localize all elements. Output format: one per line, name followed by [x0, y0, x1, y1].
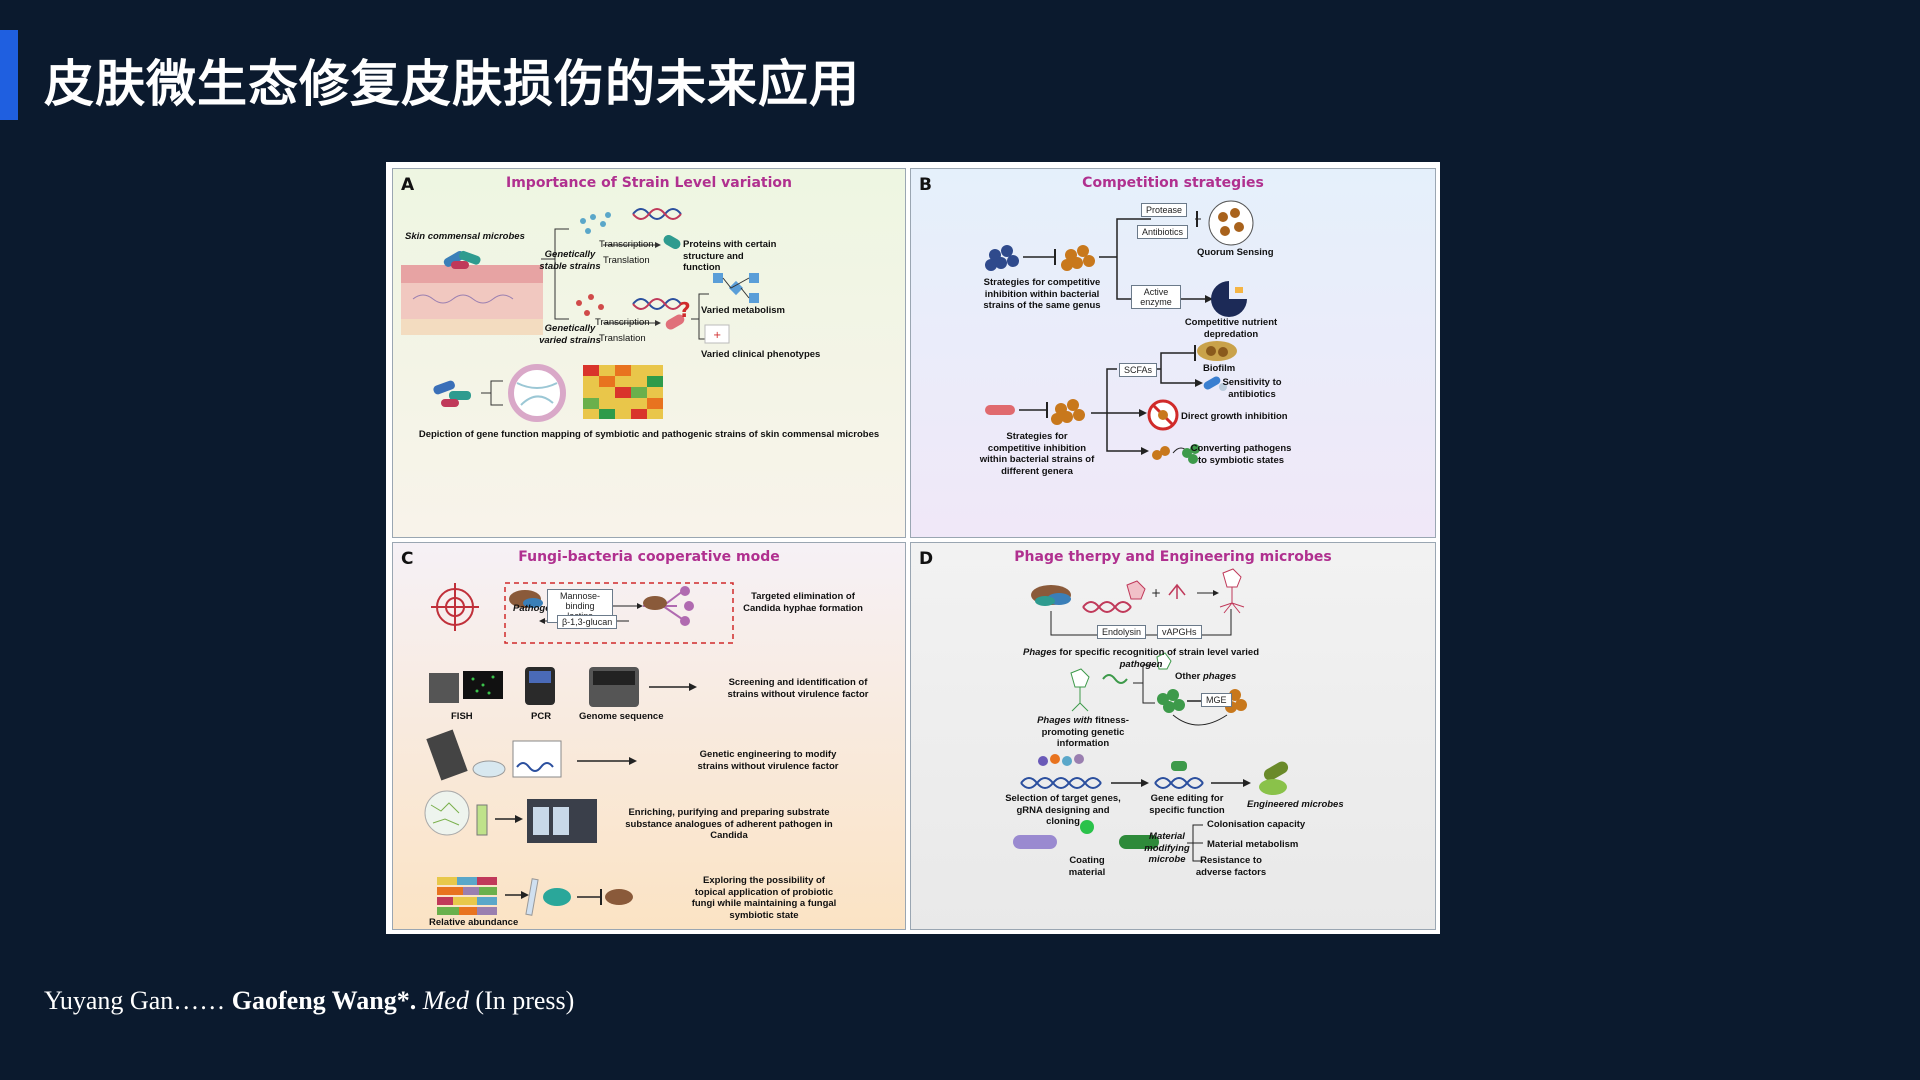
citation-corresponding: Gaofeng Wang*. — [231, 986, 417, 1015]
pcr-label: PCR — [531, 711, 552, 722]
coating-material-label: Coating material — [1068, 855, 1106, 878]
mge-box: MGE — [1201, 693, 1232, 707]
panel-a-letter: A — [401, 175, 415, 195]
antibiotics-box: Antibiotics — [1137, 225, 1189, 239]
panel-d-illustration: + — [1013, 568, 1289, 862]
nutrient-depredation-label: Competitive nutrient depredation — [1184, 317, 1278, 340]
citation-journal: Med — [422, 986, 469, 1015]
quorum-sensing-label: Quorum Sensing — [1197, 247, 1274, 258]
genetic-engineering-label: Genetic engineering to modify strains wi… — [697, 749, 839, 772]
selection-label: Selection of target genes, gRNA designin… — [1005, 793, 1121, 827]
panel-a-caption: Depiction of gene function mapping of sy… — [418, 429, 880, 440]
direct-inhibition-label: Direct growth inhibition — [1181, 411, 1288, 422]
panel-b-title: Competition strategies — [1082, 175, 1264, 191]
panel-c: C Fungi-bacteria cooperative mode — [392, 542, 906, 930]
relative-abundance-label: Relative abundance — [429, 917, 519, 928]
screening-label: Screening and identification of strains … — [727, 677, 869, 700]
engineered-microbes-label: Engineered microbes — [1247, 799, 1344, 810]
protease-box: Protease — [1141, 203, 1188, 217]
svg-text:+: + — [713, 330, 721, 341]
panel-c-illustration — [424, 582, 734, 916]
material-metabolism-label: Material metabolism — [1207, 839, 1299, 850]
transcription-label-1: Transcription — [599, 239, 654, 250]
pathogen-label: Pathogen — [513, 603, 557, 614]
resistance-label: Resistance to adverse factors — [1195, 855, 1267, 878]
panel-a: A Importance of Strain Level variation — [392, 168, 906, 538]
material-modifying-label: Material modifying microbe — [1144, 831, 1190, 865]
citation-authors: Yuyang Gan…… — [44, 986, 232, 1015]
svg-text:+: + — [1151, 586, 1161, 600]
slide-title: 皮肤微生态修复皮肤损伤的未来应用 — [44, 55, 860, 113]
different-genera-label: Strategies for competitive inhibition wi… — [979, 431, 1095, 477]
skin-commensal-label: Skin commensal microbes — [405, 231, 525, 242]
panel-d-letter: D — [919, 549, 934, 569]
fish-label: FISH — [451, 711, 473, 722]
panel-a-title: Importance of Strain Level variation — [506, 175, 792, 191]
colonisation-label: Colonisation capacity — [1207, 819, 1306, 830]
endolysin-box: Endolysin — [1097, 625, 1147, 639]
exploring-label: Exploring the possibility of topical app… — [691, 875, 837, 921]
converting-label: Converting pathogens to symbiotic states — [1190, 443, 1292, 466]
panel-b-letter: B — [919, 175, 932, 195]
panel-b-illustration — [985, 200, 1254, 464]
varied-strains-label: Genetically varied strains — [539, 323, 601, 346]
proteins-label: Proteins with certain structure and func… — [683, 239, 777, 273]
figure-image: A Importance of Strain Level variation — [386, 162, 1440, 934]
stable-strains-label: Genetically stable strains — [539, 249, 601, 272]
varied-metabolism-label: Varied metabolism — [701, 305, 785, 316]
translation-label-2: Translation — [599, 333, 646, 344]
gene-editing-label: Gene editing for specific function — [1149, 793, 1225, 816]
same-genus-label: Strategies for competitive inhibition wi… — [983, 277, 1101, 311]
panel-b: B Competition strategies — [910, 168, 1436, 538]
enriching-label: Enriching, purifying and preparing subst… — [625, 807, 833, 841]
varied-phenotypes-label: Varied clinical phenotypes — [701, 349, 821, 360]
active-enzyme-box: Active enzyme — [1131, 285, 1181, 309]
panel-c-letter: C — [401, 549, 414, 569]
translation-label-1: Translation — [603, 255, 650, 266]
citation-status: (In press) — [475, 986, 575, 1015]
panel-d: D Phage therpy and Engineering microbes … — [910, 542, 1436, 930]
targeted-elimination-label: Targeted elimination of Candida hyphae f… — [743, 591, 863, 614]
title-accent-bar — [0, 30, 18, 120]
scfas-box: SCFAs — [1119, 363, 1158, 377]
svg-text:?: ? — [679, 298, 691, 322]
vapghs-box: vAPGHs — [1157, 625, 1202, 639]
panel-a-illustration: ? + — [401, 208, 759, 422]
panel-c-title: Fungi-bacteria cooperative mode — [518, 549, 780, 565]
genome-sequence-label: Genome sequence — [579, 711, 664, 722]
transcription-label-2: Transcription — [595, 317, 650, 328]
sensitivity-label: Sensitivity to antibiotics — [1222, 377, 1282, 400]
panel-d-title: Phage therpy and Engineering microbes — [1014, 549, 1332, 565]
biofilm-label: Biofilm — [1203, 363, 1236, 374]
phages-caption: Phages for specific recognition of strai… — [1023, 647, 1259, 670]
fitness-phages-label: Phages with fitness-promoting genetic in… — [1037, 715, 1129, 749]
glucan-box: β-1,3-glucan — [557, 615, 618, 629]
other-phages-label: Other phages — [1175, 671, 1237, 682]
citation: Yuyang Gan…… Gaofeng Wang*. Med (In pres… — [44, 986, 574, 1016]
